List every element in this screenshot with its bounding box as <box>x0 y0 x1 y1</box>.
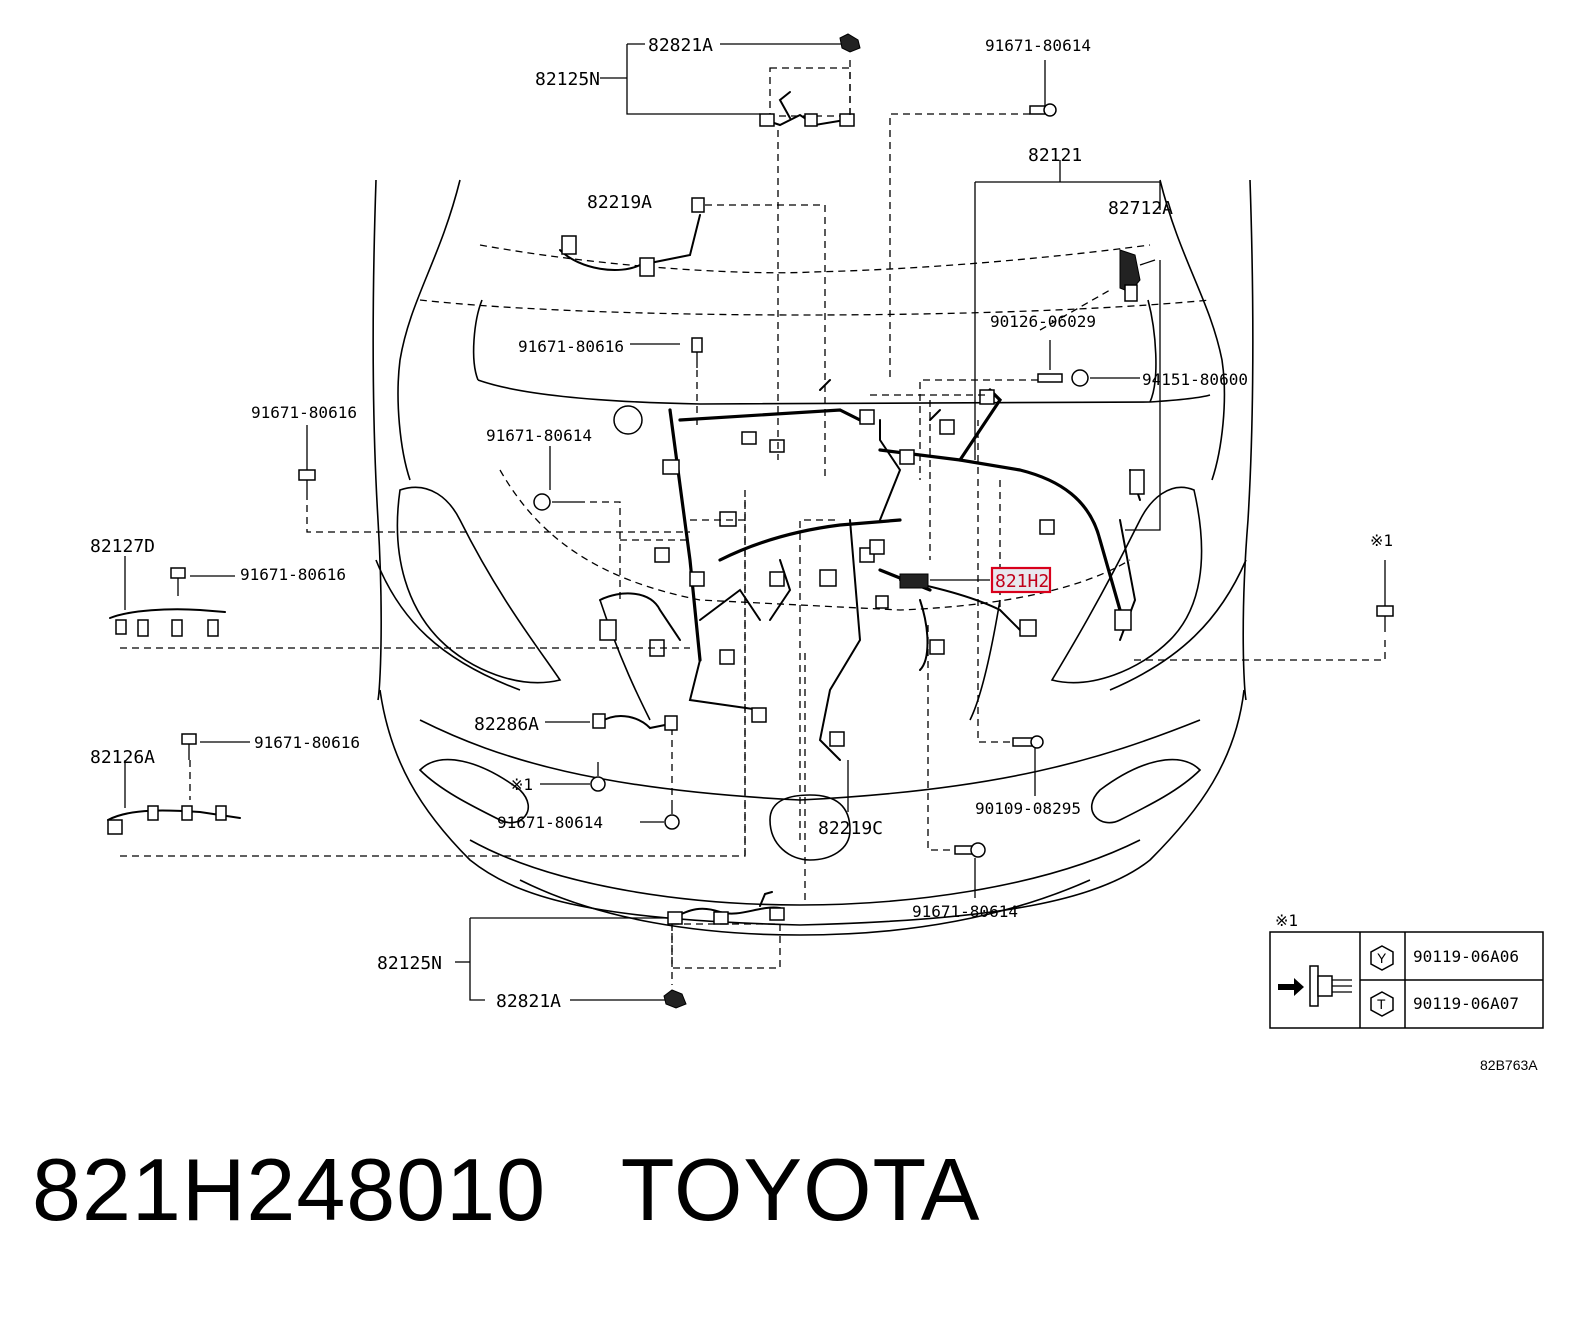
bolt-icon <box>640 730 680 830</box>
label-82125n-bottom: 82125N <box>377 953 442 974</box>
bolt-icon <box>540 762 606 792</box>
label-82219c: 82219C <box>818 818 883 839</box>
label-82712a: 82712A <box>1108 198 1173 219</box>
harness-82286a <box>545 713 678 731</box>
diagram-ref: 82B763A <box>1480 1057 1538 1073</box>
leader-82121 <box>974 160 1161 531</box>
label-91671-80616-c: 91671-80616 <box>240 565 346 584</box>
engine-connectors <box>599 389 1145 747</box>
label-82286a: 82286A <box>474 714 539 735</box>
highlighted-part[interactable]: 821H2 <box>930 566 1052 594</box>
sensor-82712a <box>1119 249 1156 302</box>
label-82821a-top: 82821A <box>648 35 713 56</box>
legend-note: ※1 <box>1275 911 1298 930</box>
label-82127d: 82127D <box>90 536 155 557</box>
note-mark-right: ※1 <box>1370 531 1393 550</box>
bolt-icon <box>1130 560 1394 661</box>
bolt-90126 <box>1037 289 1111 383</box>
legend-symbol-y: Y <box>1377 950 1387 966</box>
part-labels: 82821A 82125N 91671-80614 82121 82712A 8… <box>90 35 1393 1012</box>
label-82121: 82121 <box>1028 145 1082 166</box>
bolt-icon <box>1309 965 1352 1007</box>
bolt-icon <box>977 420 1044 796</box>
dash-82219c <box>799 519 840 840</box>
label-91671-80616-b: 91671-80616 <box>251 403 357 422</box>
label-91671-80614-b: 91671-80614 <box>486 426 592 445</box>
bottom-sub-harness <box>455 650 806 1001</box>
label-91671-80614-top: 91671-80614 <box>985 36 1091 55</box>
nut-94151 <box>919 369 1140 480</box>
top-sub-harness <box>600 43 855 460</box>
bolt-icon <box>298 425 690 533</box>
bolt-icon <box>1029 60 1057 117</box>
note-mark-left: ※1 <box>510 775 533 794</box>
highlight-label: 821H2 <box>995 571 1049 592</box>
label-90109-08295: 90109-08295 <box>975 799 1081 818</box>
label-94151-80600: 94151-80600 <box>1142 370 1248 389</box>
bolt-icon <box>170 567 235 596</box>
bolt-icon <box>533 446 621 600</box>
bolt-icon <box>181 733 250 760</box>
label-91671-80614-d: 91671-80614 <box>912 902 1018 921</box>
legend-part-y: 90119-06A06 <box>1413 947 1519 966</box>
engine-harness <box>599 379 1141 761</box>
label-82125n-top: 82125N <box>535 69 600 90</box>
part-caption: 821H248010 TOYOTA <box>32 1140 980 1240</box>
part-number: 821H248010 <box>32 1140 547 1239</box>
harness-82126a <box>107 490 746 857</box>
harness-82219a <box>559 197 826 480</box>
label-91671-80616-a: 91671-80616 <box>518 337 624 356</box>
legend-row-t: T 90119-06A07 <box>1370 991 1519 1017</box>
label-82219a: 82219A <box>587 192 652 213</box>
harness-82127d <box>109 556 690 649</box>
brand-name: TOYOTA <box>620 1140 981 1239</box>
vehicle-body-outline <box>372 179 1254 936</box>
bolt-icon <box>927 620 986 898</box>
clip-icon <box>663 989 687 1009</box>
label-91671-80614-c: 91671-80614 <box>497 813 603 832</box>
legend-table: ※1 Y 90119-06A06 T 90119-06A07 <box>1269 911 1544 1029</box>
legend-symbol-t: T <box>1377 996 1386 1012</box>
bolt-icon <box>630 337 703 430</box>
label-82821a-bottom: 82821A <box>496 991 561 1012</box>
label-82126a: 82126A <box>90 747 155 768</box>
legend-part-t: 90119-06A07 <box>1413 994 1519 1013</box>
clip-icon <box>839 33 861 53</box>
arrow-right-icon <box>1278 978 1304 996</box>
label-90126-06029: 90126-06029 <box>990 312 1096 331</box>
legend-row-y: Y 90119-06A06 <box>1370 945 1519 971</box>
label-91671-80616-d: 91671-80616 <box>254 733 360 752</box>
